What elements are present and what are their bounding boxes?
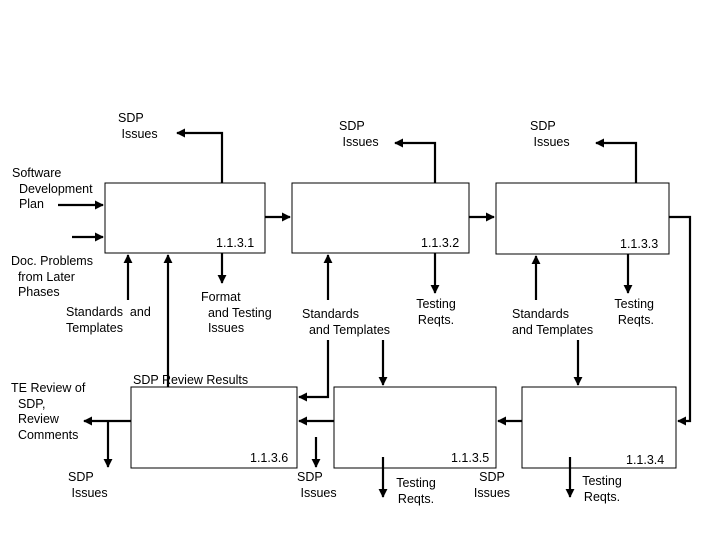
process-box-1-1-3-2 [291,182,470,254]
label-sdp-issues-top-3: SDP Issues [530,119,570,149]
box-id-1-1-3-1: 1.1.3.1 [216,236,255,250]
label-doc-problems: Doc. Problems from Later Phases [11,254,93,299]
label-standards-templates-3: Standards and Templates [512,307,594,337]
label-sdp-issues-bottom-2: SDP Issues [297,470,337,500]
process-box-1-1-3-3 [495,182,670,255]
process-box-1-1-3-6 [130,386,298,469]
box-id-1-1-3-3: 1.1.3.3 [620,237,659,251]
label-sdp-review-results: SDP Review Results [133,373,249,387]
box-id-1-1-3-4: 1.1.3.4 [626,453,665,467]
box-id-1-1-3-6: 1.1.3.6 [250,451,289,465]
process-box-1-1-3-5 [333,386,497,469]
arrow-sdp-issues-1 [176,128,224,183]
label-testing-reqts-top-3: Testing Reqts. [614,297,654,327]
label-sdp-issues-bottom-1: SDP Issues [68,470,108,500]
label-te-review: TE Review of SDP, Review Comments [11,381,86,442]
arrow-standards-to-box6 [298,340,330,402]
process-box-1-1-3-1 [104,182,266,254]
process-box-1-1-3-4 [521,386,677,469]
box-id-1-1-3-2: 1.1.3.2 [421,236,460,250]
label-format-testing-issues: Format and Testing Issues [201,290,272,335]
label-testing-reqts-bottom-1: Testing Reqts. [396,476,436,506]
arrow-sdp-issues-2 [394,138,437,183]
label-sdp-issues-top-2: SDP Issues [339,119,379,149]
label-standards-templates-1: Standards and Templates [66,305,151,335]
label-sdp-issues-top-1: SDP Issues [118,111,158,141]
arrow-sdp-issues-3 [595,138,638,183]
arrow-box3-to-box4 [669,215,692,426]
label-software-development-plan: Software Development Plan [12,166,93,211]
label-standards-templates-2: Standards and Templates [302,307,391,337]
label-sdp-issues-bottom-3: SDP Issues [473,470,511,500]
label-testing-reqts-bottom-2: Testing Reqts. [582,474,622,504]
box-id-1-1-3-5: 1.1.3.5 [451,451,490,465]
label-testing-reqts-top-2: Testing Reqts. [416,297,456,327]
